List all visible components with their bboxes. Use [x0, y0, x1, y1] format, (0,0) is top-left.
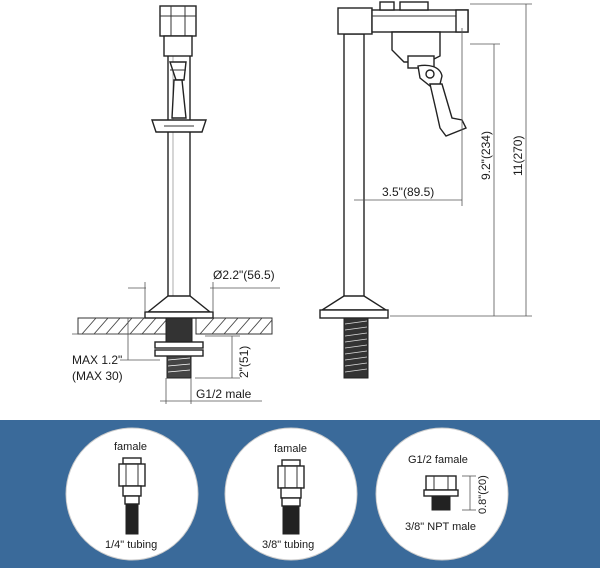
side-base-flange [319, 295, 389, 311]
label-reach: 3.5"(89.5) [382, 185, 434, 199]
fitting-3-body [425, 475, 457, 491]
fitting-2-tubing [282, 505, 300, 535]
fitting-3-npt-thread [431, 495, 451, 511]
label-base-diameter: Ø2.2"(56.5) [213, 268, 275, 282]
fitting-1-top-label: famale [114, 441, 147, 453]
label-shank-length: 2"(51) [237, 346, 251, 378]
label-max-thickness-1: MAX 1.2" [72, 353, 122, 367]
fitting-2-nut [277, 465, 305, 489]
fitting-1-bottom-label: 1/4" tubing [105, 539, 157, 551]
fitting-2-bottom-label: 3/8" tubing [262, 539, 314, 551]
side-stem [343, 33, 365, 301]
fitting-3-side-label: 0.8"(20) [477, 475, 489, 514]
fitting-3-top-label: G1/2 famale [408, 454, 468, 466]
fitting-2-top-label: famale [274, 443, 307, 455]
label-spout-height: 9.2"(234) [479, 131, 493, 180]
fitting-3-callout [375, 427, 509, 561]
fitting-3-bottom-label: 3/8" NPT male [405, 521, 476, 533]
label-total-height: 11(270) [511, 136, 525, 176]
label-max-thickness-2: (MAX 30) [72, 369, 123, 383]
fitting-1-nut [118, 463, 146, 487]
side-view [319, 1, 469, 379]
side-head [337, 7, 373, 35]
front-view [77, 5, 273, 379]
front-lock-nut [154, 341, 204, 349]
front-lever [169, 61, 187, 81]
fitting-1-callout [65, 427, 199, 561]
side-threaded-shank [343, 317, 369, 379]
fitting-1-tubing [125, 503, 139, 535]
side-dimensions [354, 3, 532, 317]
front-base-flange [146, 295, 212, 313]
side-spout-body [371, 9, 469, 33]
front-dimensions [72, 282, 280, 404]
label-thread: G1/2 male [196, 387, 252, 401]
fitting-2-callout [224, 427, 358, 561]
front-top-nut [159, 5, 197, 37]
